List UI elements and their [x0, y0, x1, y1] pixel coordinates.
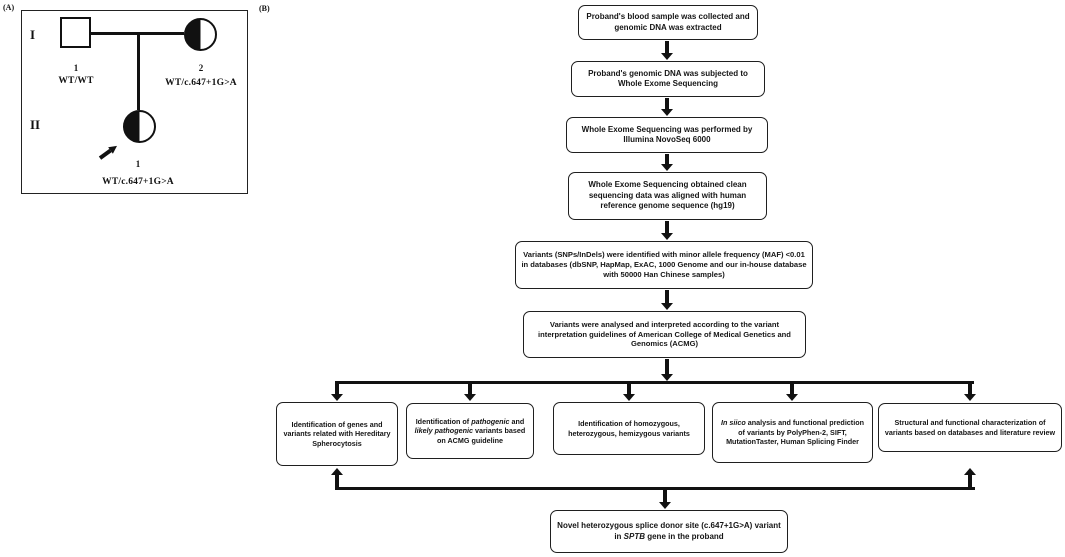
proband-arrow-icon	[97, 142, 120, 162]
merge-arrow-up-icon	[964, 468, 976, 488]
mother-genotype: WT/c.647+1G>A	[165, 78, 237, 88]
step-box-wes-subjected: Proband's genomic DNA was subjected to W…	[571, 61, 765, 97]
panel-b-label: (B)	[259, 4, 270, 13]
panel-a-label: (A)	[3, 3, 15, 12]
father-id: 1	[73, 63, 79, 73]
generation-i-label: I	[30, 27, 36, 42]
branch-box-zygosity: Identification of homozygous, heterozygo…	[553, 402, 705, 455]
branch-arrow-down-icon	[464, 384, 476, 401]
proband-genotype: WT/c.647+1G>A	[102, 177, 174, 187]
step-box-variant-filtering: Variants (SNPs/InDels) were identified w…	[515, 241, 813, 289]
branch-box-in-silico-prediction: In siico analysis and functional predict…	[712, 402, 873, 463]
generation-ii-label: II	[30, 117, 41, 132]
father-symbol-unaffected-male	[60, 17, 91, 48]
step-box-alignment: Whole Exome Sequencing obtained clean se…	[568, 172, 767, 220]
branch-arrow-down-icon	[964, 384, 976, 401]
flow-arrow-down-icon	[661, 359, 673, 381]
step-box-acmg-interpretation: Variants were analysed and interpreted a…	[523, 311, 806, 358]
flow-arrow-down-icon	[661, 41, 673, 60]
step-box-sample-collection: Proband's blood sample was collected and…	[578, 5, 758, 40]
branch-arrow-down-icon	[623, 384, 635, 401]
flow-arrow-down-icon	[661, 221, 673, 240]
conclusion-box: Novel heterozygous splice donor site (c.…	[550, 510, 788, 553]
branch-box-structural-functional: Structural and functional characterizati…	[878, 403, 1062, 452]
proband-symbol-carrier-female	[123, 110, 156, 143]
branch-distribution-line	[335, 381, 974, 384]
branch-arrow-down-icon	[331, 384, 343, 401]
branch-box-pathogenic-variants: Identification of pathogenic and likely …	[406, 403, 534, 459]
father-genotype: WT/WT	[58, 76, 94, 86]
flow-arrow-down-icon	[661, 98, 673, 116]
branch-arrow-down-icon	[786, 384, 798, 401]
proband-id: 1	[135, 159, 141, 169]
mother-id: 2	[198, 63, 204, 73]
step-box-sequencer: Whole Exome Sequencing was performed by …	[566, 117, 768, 153]
flow-arrow-down-icon	[661, 290, 673, 310]
branch-box-hereditary-spherocytosis: Identification of genes and variants rel…	[276, 402, 398, 466]
mother-symbol-carrier-female	[184, 18, 217, 51]
conclusion-arrow-down-icon	[659, 490, 671, 509]
merge-arrow-up-icon	[331, 468, 343, 488]
pedigree-panel: I II 1 WT/WT 2 WT/c.647+1G>A 1 WT/c.647+…	[21, 10, 248, 194]
merge-line	[335, 487, 975, 490]
descent-line	[137, 32, 140, 110]
flow-arrow-down-icon	[661, 154, 673, 171]
